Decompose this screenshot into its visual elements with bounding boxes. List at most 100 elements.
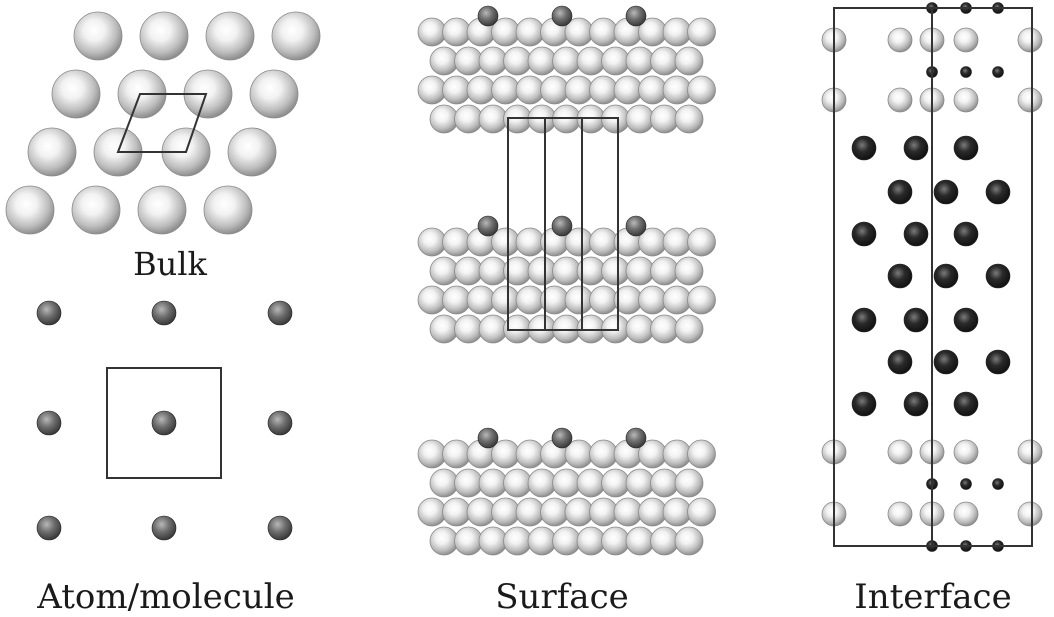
surface-atom: [564, 75, 594, 105]
surface-atom: [650, 104, 679, 134]
interface-atom-light: [953, 501, 979, 527]
interface-atom-small: [992, 478, 1004, 490]
surface-atom: [662, 227, 692, 257]
surface-atom: [454, 526, 483, 556]
bulk-panel: [5, 11, 321, 235]
surface-atom: [466, 285, 496, 315]
interface-atom-light: [953, 439, 979, 465]
surface-atom: [638, 75, 667, 105]
surface-atom: [552, 46, 581, 76]
surface-atom: [491, 75, 520, 105]
isolated-atom: [36, 515, 62, 541]
surface-atom: [527, 468, 557, 498]
isolated-atom: [267, 515, 293, 541]
adatom: [551, 215, 573, 237]
adatom: [551, 5, 573, 27]
bulk-atom: [51, 69, 101, 119]
surface-atom: [638, 285, 667, 315]
surface-atom: [429, 526, 459, 556]
interface-atom-light: [953, 27, 979, 53]
isolated-atom: [151, 515, 177, 541]
surface-atom: [527, 256, 557, 286]
surface-atom: [429, 46, 459, 76]
surface-atom: [515, 227, 545, 257]
interface-atom-dark: [953, 135, 979, 161]
surface-atom: [687, 227, 716, 257]
bulk-atom: [139, 11, 189, 61]
bulk-atom: [71, 185, 121, 235]
interface-atom-dark: [851, 135, 877, 161]
surface-atom: [662, 497, 692, 527]
interface-atom-dark: [903, 307, 929, 333]
surface-atom: [687, 75, 716, 105]
interface-atom-light: [1017, 501, 1043, 527]
surface-atom: [662, 17, 692, 47]
bulk-atom: [5, 185, 55, 235]
surface-atom: [478, 468, 508, 498]
surface-atom: [491, 497, 520, 527]
surface-atom: [625, 526, 655, 556]
interface-atom-light: [887, 27, 913, 53]
surface-atom: [454, 314, 483, 344]
interface-atom-light: [1017, 87, 1043, 113]
surface-atom: [564, 285, 594, 315]
surface-atom: [515, 439, 545, 469]
surface-atom: [429, 104, 459, 134]
adatom: [625, 215, 647, 237]
isolated-atom: [267, 300, 293, 326]
surface-atom: [601, 468, 630, 498]
surface-atom: [466, 497, 496, 527]
surface-atom: [417, 75, 447, 105]
bulk-atom: [227, 127, 277, 177]
surface-atom: [515, 285, 545, 315]
bulk-atom: [203, 185, 253, 235]
interface-label: Interface: [854, 577, 1012, 617]
interface-atom-light: [887, 87, 913, 113]
bulk-label: Bulk: [133, 245, 207, 283]
surface-atom: [515, 497, 545, 527]
surface-atom: [442, 497, 471, 527]
surface-atom: [454, 256, 483, 286]
surface-atom: [527, 46, 557, 76]
surface-atom: [515, 17, 545, 47]
surface-panel: [417, 5, 716, 556]
surface-atom: [466, 75, 496, 105]
surface-atom: [564, 497, 594, 527]
surface-atom: [638, 497, 667, 527]
surface-atom: [650, 468, 679, 498]
surface-atom: [540, 497, 569, 527]
surface-atom: [662, 75, 692, 105]
surface-atom: [491, 285, 520, 315]
surface-atom: [454, 468, 483, 498]
surface-atom: [552, 526, 581, 556]
interface-atom-dark: [933, 263, 959, 289]
atom-molecule-label: Atom/molecule: [37, 577, 295, 617]
surface-atom: [478, 314, 508, 344]
interface-atom-light: [1017, 27, 1043, 53]
surface-atom: [515, 75, 545, 105]
surface-atom: [454, 104, 483, 134]
bulk-atom: [73, 11, 123, 61]
surface-atom: [503, 468, 532, 498]
surface-atom: [674, 256, 704, 286]
surface-atom: [454, 46, 483, 76]
surface-atom: [625, 46, 655, 76]
surface-atom: [478, 46, 508, 76]
surface-atom: [650, 256, 679, 286]
surface-atom: [601, 526, 630, 556]
surface-atom: [417, 285, 447, 315]
interface-atom-dark: [953, 221, 979, 247]
surface-atom: [687, 285, 716, 315]
isolated-atom: [36, 300, 62, 326]
surface-atom: [601, 46, 630, 76]
surface-atom: [478, 104, 508, 134]
interface-atom-dark: [903, 391, 929, 417]
surface-atom: [552, 468, 581, 498]
surface-atom: [613, 75, 643, 105]
surface-atom: [674, 526, 704, 556]
adatom: [477, 427, 499, 449]
interface-atom-dark: [903, 221, 929, 247]
interface-atom-dark: [887, 263, 913, 289]
surface-atom: [576, 526, 606, 556]
interface-atom-dark: [887, 349, 913, 375]
